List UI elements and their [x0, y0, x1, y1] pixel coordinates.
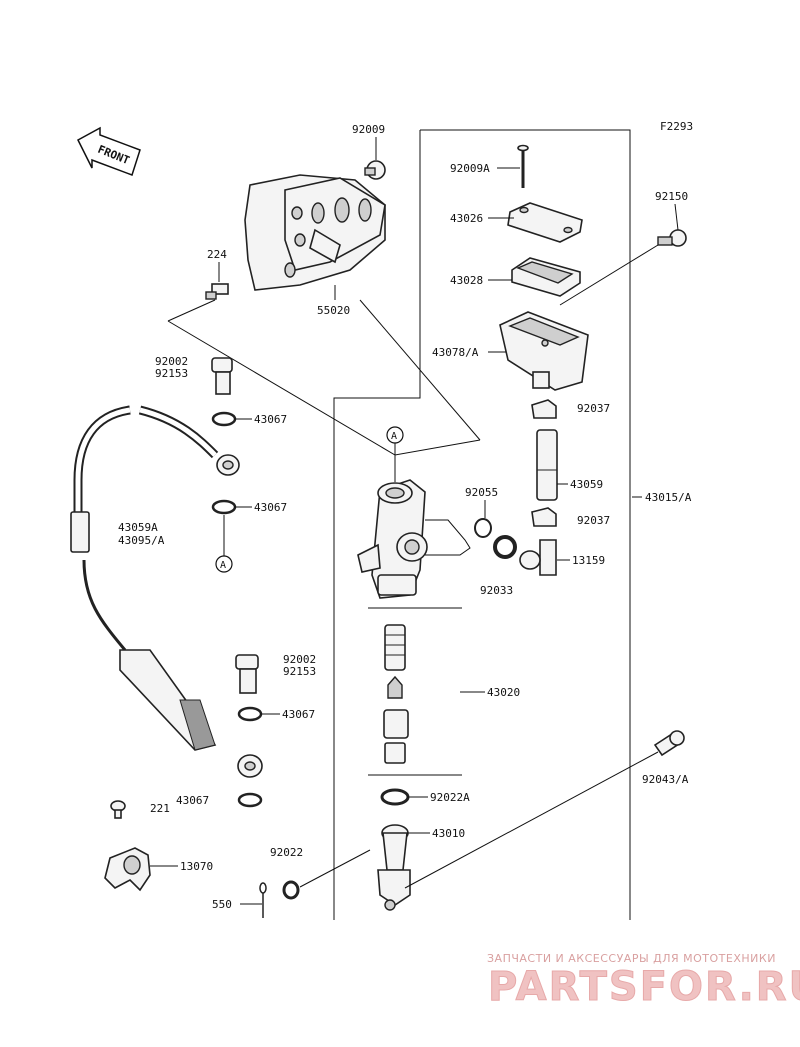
clamp-92037-upper: [531, 399, 557, 419]
label-43067-3: 43067: [282, 708, 315, 721]
label-92037-2: 92037: [577, 514, 610, 527]
cotter-pin-550: [259, 882, 267, 918]
label-43078a: 43078/A: [432, 346, 479, 359]
figure-code: F2293: [660, 120, 693, 133]
marker-a-body: A: [386, 426, 404, 482]
label-92153-top: 92153: [155, 367, 188, 380]
screw-92009a: [517, 144, 529, 188]
washer-43067-3: [237, 706, 263, 722]
label-92055: 92055: [465, 486, 498, 499]
watermark-brand: PARTSFOR.RU: [488, 964, 800, 1010]
oring-92055: [474, 518, 492, 538]
svg-text:A: A: [220, 560, 226, 571]
washer-92022: [282, 880, 300, 900]
marker-a-left: A: [215, 515, 233, 573]
hose-43059: [536, 429, 558, 501]
front-arrow-icon: FRONT: [77, 126, 141, 176]
washer-43067-1: [211, 411, 237, 427]
label-224: 224: [207, 248, 227, 261]
label-92150: 92150: [655, 190, 688, 203]
reservoir-43078a: [499, 311, 589, 391]
bolt-224: [205, 283, 229, 300]
label-43010: 43010: [432, 827, 465, 840]
svg-text:A: A: [391, 431, 397, 442]
label-43020: 43020: [487, 686, 520, 699]
banjo-bolt-mid: [235, 654, 259, 694]
cap-43026: [507, 202, 583, 243]
label-550: 550: [212, 898, 232, 911]
leader-92022: [299, 849, 371, 888]
label-92002-top: 92002: [155, 355, 188, 368]
label-221: 221: [150, 802, 170, 815]
assembly-frame: [167, 129, 631, 920]
washer-43067-2: [211, 499, 237, 515]
label-92022: 92022: [270, 846, 303, 859]
clamp-92037-lower: [531, 507, 557, 527]
circlip-92022a: [380, 788, 410, 806]
label-43015a: 43015/A: [645, 491, 692, 504]
screw-221: [110, 800, 126, 819]
banjo-bolt-top: [211, 357, 233, 395]
label-92043a: 92043/A: [642, 773, 689, 786]
label-92009a: 92009A: [450, 162, 490, 175]
bolt-92150: [657, 229, 687, 247]
label-92153-mid: 92153: [283, 665, 316, 678]
label-43059a: 43059A: [118, 521, 158, 534]
watermark-tagline: ЗАПЧАСТИ И АКСЕССУАРЫ ДЛЯ МОТОТЕХНИКИ: [487, 952, 776, 965]
leader-92043a: [404, 751, 659, 889]
label-43067-2: 43067: [254, 501, 287, 514]
piston-kit-43020: [383, 624, 409, 764]
diaphragm-43028: [511, 257, 581, 297]
bolt-92009: [364, 160, 386, 180]
master-cylinder-body: [357, 479, 428, 599]
label-13159: 13159: [572, 554, 605, 567]
label-43067-4: 43067: [176, 794, 209, 807]
pushrod-43010: [377, 824, 411, 911]
fitting-13159: [519, 539, 557, 576]
bracket-55020: [244, 174, 386, 291]
clamp-13070: [104, 847, 151, 892]
label-92033: 92033: [480, 584, 513, 597]
label-92022a: 92022A: [430, 791, 470, 804]
label-92037-1: 92037: [577, 402, 610, 415]
label-13070: 13070: [180, 860, 213, 873]
label-92009: 92009: [352, 123, 385, 136]
brake-hose-43059a: [70, 405, 263, 778]
leader-lines: [150, 137, 679, 905]
label-43059: 43059: [570, 478, 603, 491]
label-43026: 43026: [450, 212, 483, 225]
washer-43067-4: [237, 792, 263, 808]
label-43028: 43028: [450, 274, 483, 287]
pin-92043a: [653, 730, 685, 757]
label-43095a: 43095/A: [118, 534, 165, 547]
leader-92033: [425, 519, 471, 556]
leader-92150: [559, 244, 659, 306]
ring-92033: [493, 535, 517, 559]
label-55020: 55020: [317, 304, 350, 317]
label-92002-mid: 92002: [283, 653, 316, 666]
label-43067-1: 43067: [254, 413, 287, 426]
